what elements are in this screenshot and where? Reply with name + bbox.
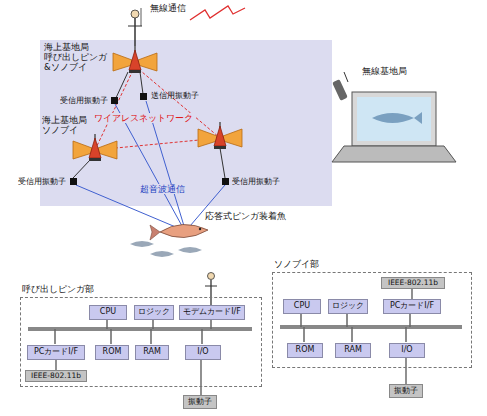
- annotation-label: 海上基地局 呼び出しピンガ &ソノブイ: [44, 43, 110, 72]
- box-label: IEEE-802.11b: [31, 372, 81, 380]
- annotation-label: ワイアレスネットワーク: [92, 113, 195, 123]
- hanger-lines: [73, 72, 225, 178]
- buoy: [73, 134, 117, 161]
- component-box: RAM: [135, 345, 169, 360]
- component-box: ロジック: [328, 299, 368, 314]
- component-box: モデムカードI/F: [179, 305, 245, 320]
- sea-region: [40, 40, 332, 206]
- interface-box: IEEE-802.11b: [381, 277, 445, 289]
- component-box: I/O: [389, 343, 425, 358]
- radio-zigzag: [190, 6, 245, 20]
- annotation-label: 無線基地局: [362, 66, 407, 76]
- tagged-fish: [130, 224, 208, 257]
- buoy: [113, 46, 157, 73]
- component-box: RAM: [335, 343, 371, 358]
- box-label: RAM: [143, 348, 161, 357]
- handset: [332, 72, 348, 101]
- laptop: [332, 92, 456, 162]
- annotation-label: 超音波通信: [138, 184, 187, 194]
- component-box: ロジック: [134, 305, 174, 320]
- bus: [28, 327, 462, 329]
- buoy: [198, 122, 242, 149]
- box-label: 振動子: [394, 387, 418, 395]
- component-box: CPU: [283, 299, 321, 314]
- box-label: ROM: [296, 346, 315, 355]
- box-label: ロジック: [332, 302, 364, 311]
- box-label: ロジック: [138, 308, 170, 317]
- ultrasonic-lines: [76, 101, 225, 228]
- box-label: PCカードI/F: [34, 348, 78, 357]
- module-title: ソノブイ部: [274, 260, 319, 270]
- component-box: ROM: [95, 345, 129, 360]
- annotation-label: 送信用振動子: [151, 91, 199, 100]
- annotation-label: 受信用振動子: [18, 177, 66, 186]
- antenna-figure: [205, 273, 217, 306]
- box-label: 振動子: [188, 398, 212, 406]
- box-label: I/O: [401, 346, 412, 355]
- module-title: 呼び出しピンガ部: [22, 285, 94, 295]
- component-box: I/O: [185, 345, 221, 360]
- component-box: ROM: [287, 343, 323, 358]
- module-frame: 呼び出しピンガ部CPUロジックモデムカードI/FPCカードI/FROMRAMI/…: [20, 297, 262, 387]
- annotation-label: 受信用振動子: [60, 96, 108, 105]
- box-label: モデムカードI/F: [183, 308, 241, 317]
- box-label: CPU: [294, 302, 310, 311]
- box-label: ROM: [103, 348, 122, 357]
- component-box: PCカードI/F: [383, 299, 441, 314]
- box-label: PCカードI/F: [390, 302, 434, 311]
- interface-box: 振動子: [389, 384, 423, 398]
- annotation-label: 応答式ピンガ装着魚: [205, 212, 286, 222]
- module-frame: ソノブイ部IEEE-802.11bCPUロジックPCカードI/FROMRAMI/…: [272, 272, 472, 368]
- box-label: I/O: [197, 348, 208, 357]
- annotation-label: 受信用振動子: [232, 177, 280, 186]
- interface-box: 振動子: [183, 395, 217, 409]
- component-box: CPU: [89, 305, 127, 320]
- connector-line: [405, 358, 406, 384]
- box-label: IEEE-802.11b: [388, 279, 438, 287]
- connector-line: [55, 360, 56, 370]
- annotation-label: 海上基地局 ソノブイ: [42, 116, 90, 136]
- interface-box: IEEE-802.11b: [25, 370, 87, 382]
- connector-line: [411, 289, 412, 299]
- connector-line: [200, 360, 201, 395]
- antenna-figure: [128, 8, 142, 46]
- annotation-label: 無線通信: [150, 3, 186, 13]
- box-label: RAM: [344, 346, 362, 355]
- box-label: CPU: [100, 308, 116, 317]
- component-box: PCカードI/F: [27, 345, 85, 360]
